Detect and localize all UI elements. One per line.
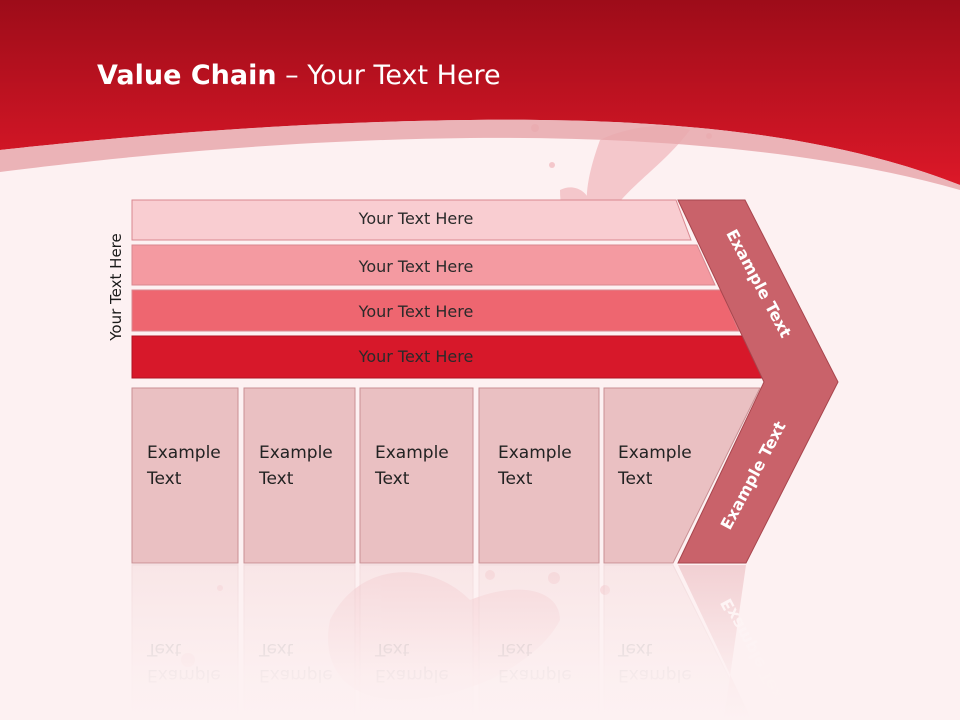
support-bar-2-label: Your Text Here bbox=[358, 257, 474, 276]
primary-box-3-label: Example Text bbox=[374, 443, 454, 489]
support-bar-3 bbox=[131, 289, 740, 332]
primary-box-4-line1: Example bbox=[498, 443, 572, 463]
side-label: Your Text Here bbox=[107, 233, 125, 341]
primary-box-3-line1: Example bbox=[375, 443, 449, 463]
header-swoosh bbox=[0, 119, 960, 190]
margin-chevron bbox=[677, 199, 839, 564]
support-bar-1-label: Your Text Here bbox=[358, 209, 474, 228]
primary-box-1-line2: Text bbox=[146, 469, 182, 489]
primary-activities: Example Text Example Text Example Text E… bbox=[131, 387, 761, 564]
title-rest: – Your Text Here bbox=[277, 60, 501, 91]
primary-box-5-line2: Text bbox=[617, 469, 653, 489]
primary-box-4-line2: Text bbox=[497, 469, 533, 489]
title-bold: Value Chain bbox=[97, 60, 277, 91]
primary-box-2-line2: Text bbox=[258, 469, 294, 489]
primary-box-4 bbox=[478, 387, 600, 564]
support-bar-1 bbox=[131, 199, 692, 241]
primary-box-5-label: Example Text bbox=[617, 443, 697, 489]
primary-box-1 bbox=[131, 387, 239, 564]
support-bar-2 bbox=[131, 244, 716, 286]
primary-box-1-label: Example Text bbox=[146, 443, 226, 489]
primary-box-4-label: Example Text bbox=[497, 443, 577, 489]
primary-box-5 bbox=[603, 387, 761, 564]
primary-box-3-line2: Text bbox=[374, 469, 410, 489]
primary-box-5-line1: Example bbox=[618, 443, 692, 463]
primary-box-2-line1: Example bbox=[259, 443, 333, 463]
primary-box-2-label: Example Text bbox=[258, 443, 338, 489]
support-bar-3-label: Your Text Here bbox=[358, 302, 474, 321]
slide-title: Value Chain – Your Text Here bbox=[97, 60, 501, 91]
reflection-fade bbox=[0, 565, 960, 720]
primary-box-3 bbox=[359, 387, 474, 564]
support-bar-4-label: Your Text Here bbox=[358, 347, 474, 366]
support-bars: Your Text Here Your Text Here Your Text … bbox=[131, 199, 764, 379]
primary-box-2 bbox=[243, 387, 356, 564]
primary-box-1-line1: Example bbox=[147, 443, 221, 463]
header-band bbox=[0, 0, 960, 185]
